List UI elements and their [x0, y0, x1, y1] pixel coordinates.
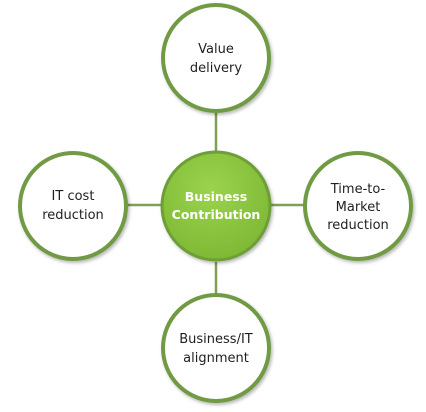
node-label-line-1: Business/IT [179, 332, 253, 347]
node-value-delivery: Value delivery [161, 3, 271, 113]
node-it-cost-reduction: IT cost reduction [18, 151, 128, 261]
node-label-line-2: Market [336, 200, 381, 215]
node-label-line-1: Time-to- [330, 182, 386, 197]
node-label-line-3: reduction [327, 218, 389, 233]
node-label-line-1: Value [198, 42, 234, 57]
node-label-line-2: alignment [183, 351, 249, 366]
node-label-line-1: IT cost [52, 189, 95, 204]
node-business-contribution: Business Contribution [160, 150, 272, 262]
node-label-line-2: delivery [190, 61, 243, 76]
center-label-line-2: Contribution [172, 207, 261, 222]
node-business-it-alignment: Business/IT alignment [161, 293, 271, 403]
center-label-line-1: Business [185, 189, 247, 204]
node-label-line-2: reduction [42, 208, 104, 223]
node-time-to-market-reduction: Time-to- Market reduction [303, 151, 413, 261]
